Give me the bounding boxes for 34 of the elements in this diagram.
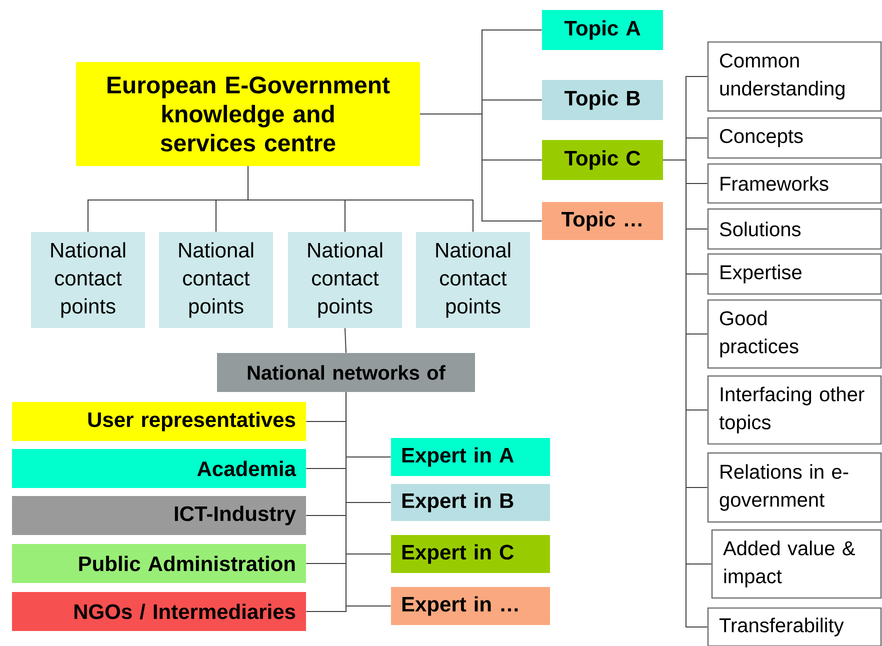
contact-point-box: National contact points [159, 232, 273, 328]
stakeholder-box: ICT-Industry [12, 496, 306, 535]
connector-line [344, 328, 346, 354]
aspect-box: Added value & impact [711, 529, 882, 599]
stakeholder-box: NGOs / Intermediaries [12, 592, 306, 631]
expert-box: Expert in A [391, 438, 550, 476]
contact-point-box: National contact points [288, 232, 402, 328]
connector-line [420, 114, 542, 222]
aspect-box: Relations in e-government [707, 452, 882, 523]
contact-point-box: National contact points [31, 232, 145, 328]
expert-box: Expert in C [391, 535, 550, 573]
aspect-box: Solutions [707, 208, 882, 250]
aspect-box: Interfacing other topics [707, 375, 882, 445]
topic-box: Topic A [542, 10, 663, 50]
aspect-box: Good practices [707, 299, 882, 369]
contact-point-box: National contact points [416, 232, 530, 328]
centre-box: European E-Government knowledge and services centre [76, 62, 420, 166]
expert-box: Expert in … [391, 587, 550, 625]
stakeholder-box: Public Administration [12, 544, 306, 583]
connector-line [662, 160, 708, 628]
connector-line [346, 392, 392, 606]
aspect-box: Frameworks [707, 163, 882, 204]
network-box: National networks of [217, 353, 475, 392]
aspect-box: Transferability [707, 607, 882, 646]
connector-line [248, 166, 474, 232]
stakeholder-box: User representatives [12, 402, 306, 441]
topic-box: Topic B [542, 80, 663, 120]
topic-box: Topic C [542, 140, 663, 180]
expert-box: Expert in B [391, 484, 550, 521]
aspect-box: Expertise [707, 253, 882, 295]
aspect-box: Concepts [707, 117, 882, 159]
topic-box: Topic … [542, 202, 663, 240]
stakeholder-box: Academia [12, 449, 306, 488]
aspect-box: Common understanding [707, 41, 882, 112]
